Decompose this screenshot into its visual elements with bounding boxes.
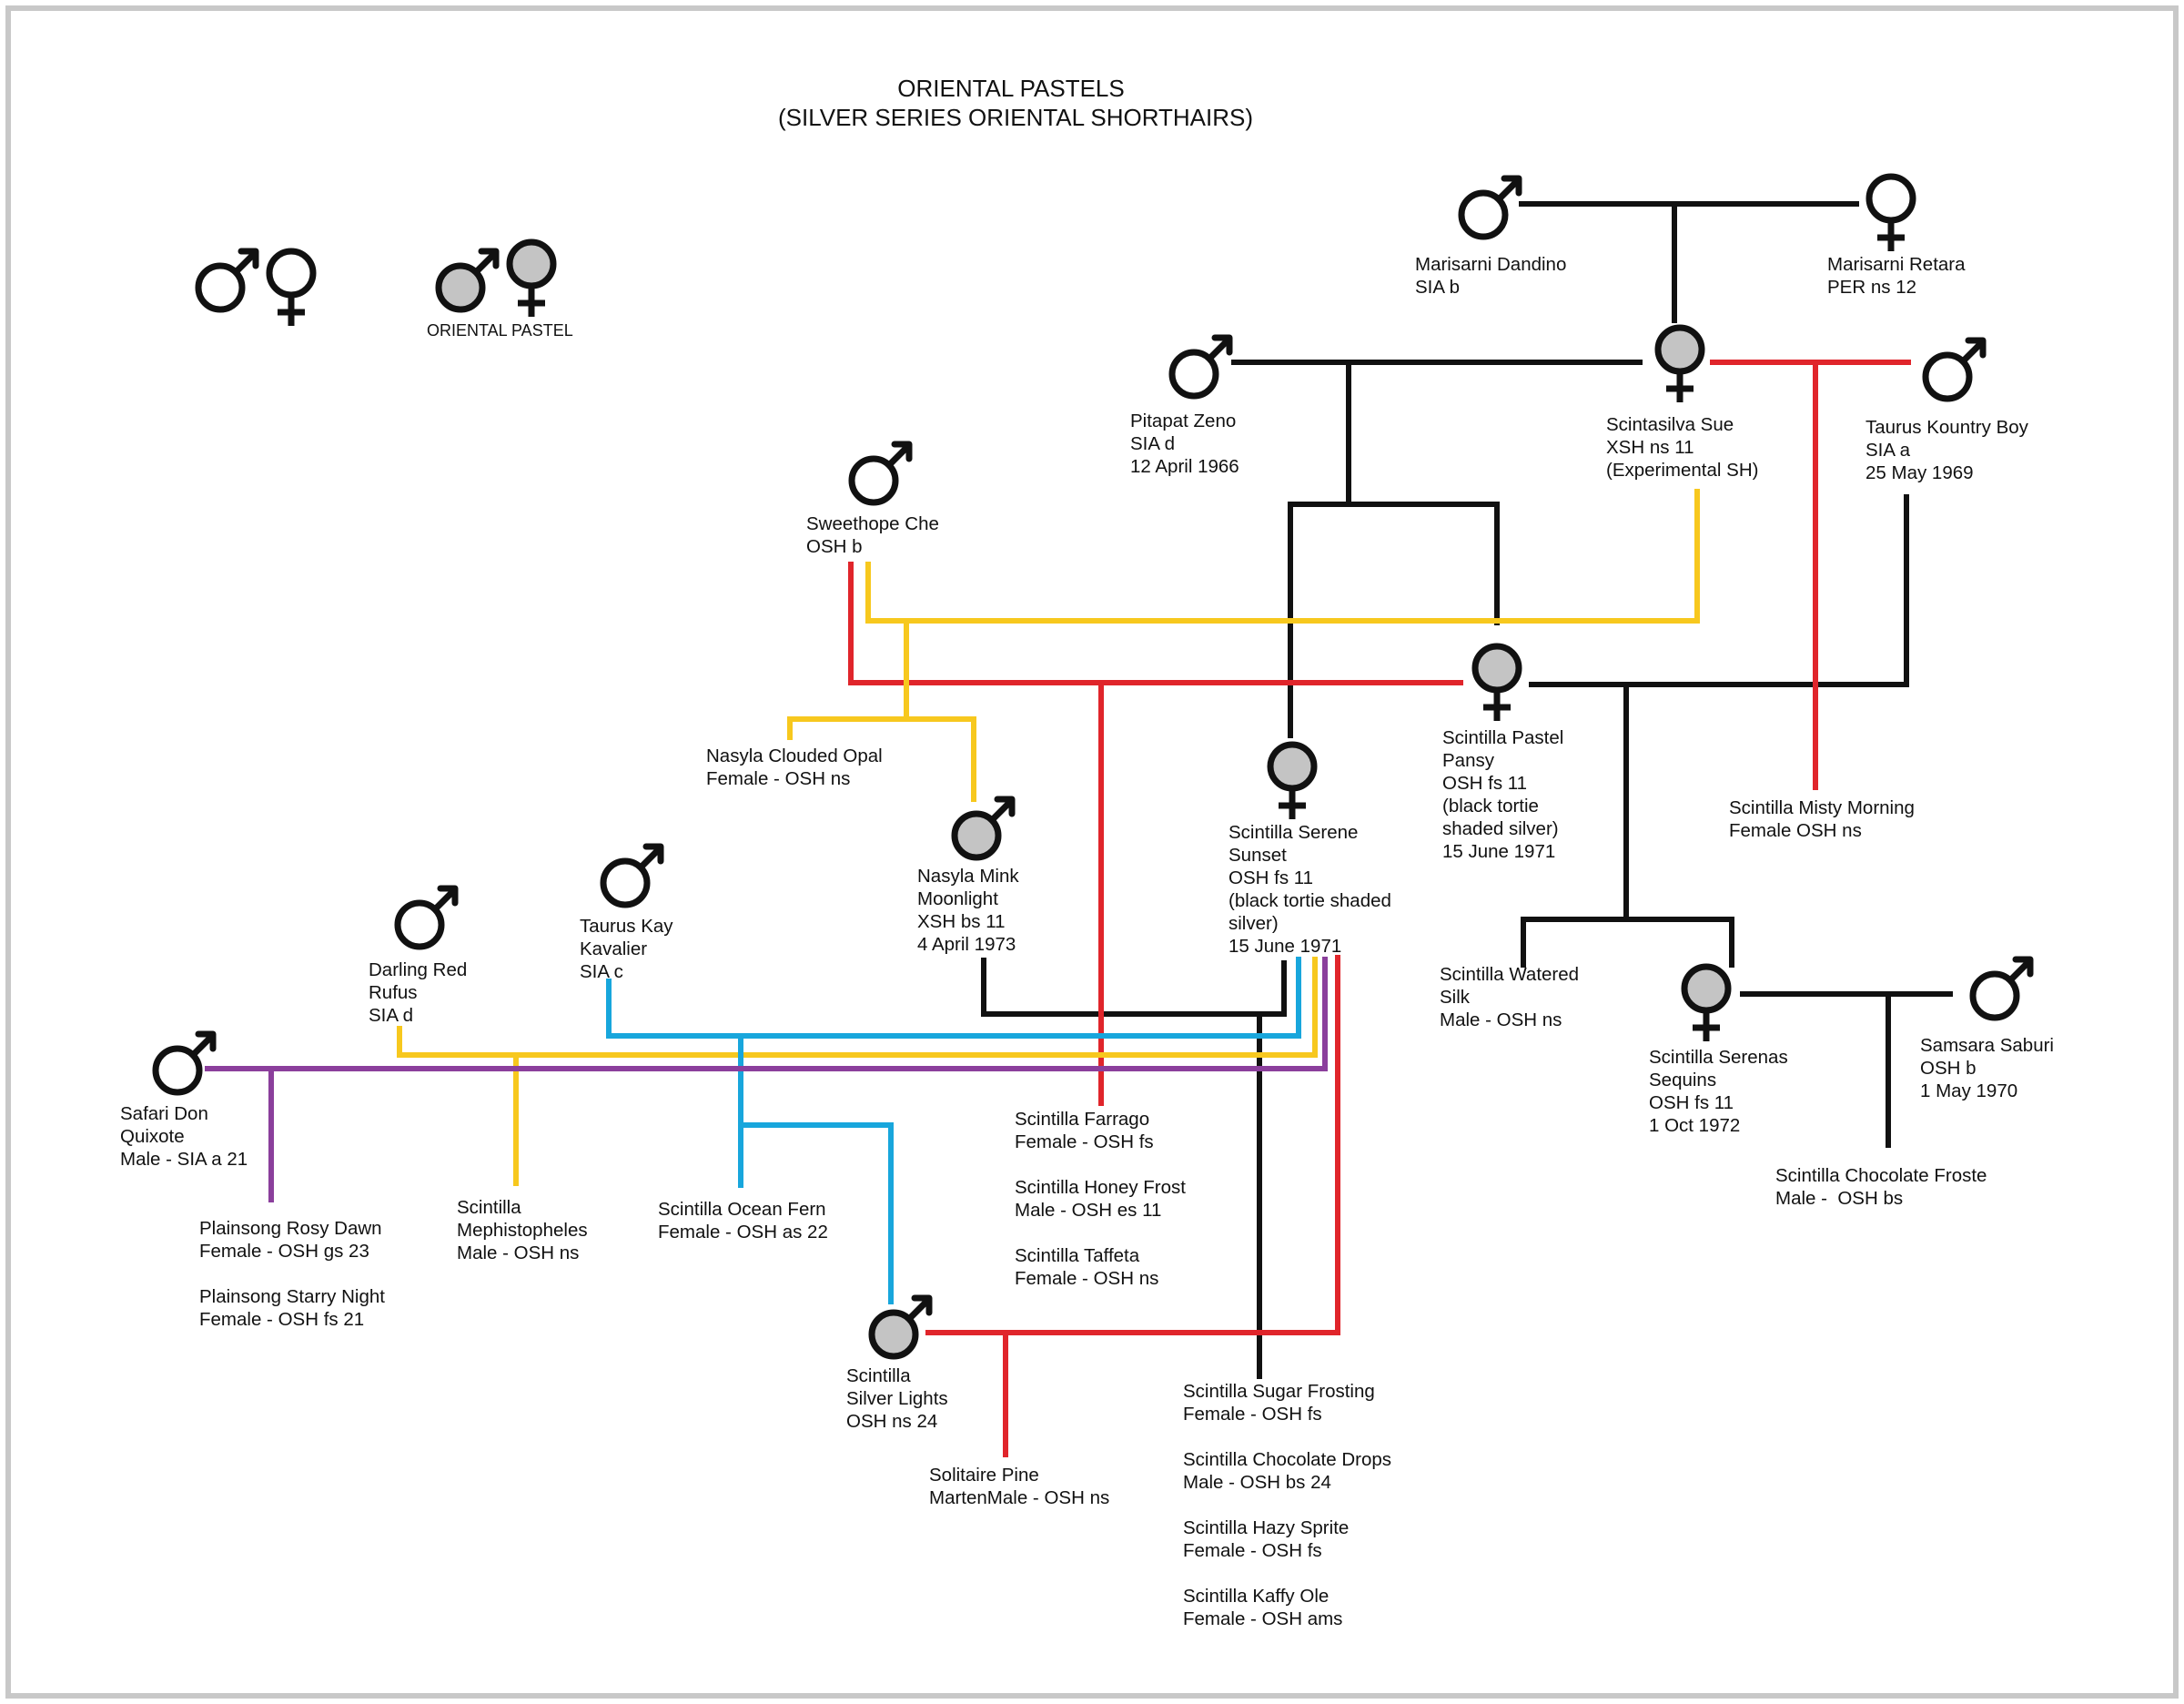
node-kountry: Taurus Kountry Boy SIA a 25 May 1969 — [1866, 417, 2028, 483]
female-icon — [1869, 177, 1913, 251]
legend-pastel-male-icon — [439, 251, 496, 309]
outer-frame — [5, 5, 2179, 1699]
line-opal-mink — [787, 716, 976, 802]
male-icon — [1926, 340, 1983, 399]
node-silver-lights: Scintilla Silver Lights OSH ns 24 — [846, 1365, 948, 1432]
node-quixote: Safari Don Quixote Male - SIA a 21 — [120, 1103, 248, 1170]
node-retara: Marisarni Retara PER ns 12 — [1827, 254, 1966, 298]
node-ocean-fern: Scintilla Ocean Fern Female - OSH as 22 — [658, 1199, 828, 1242]
male-icon — [156, 1034, 213, 1092]
legend-female-icon — [269, 251, 313, 326]
node-che: Sweethope Che OSH b — [806, 513, 939, 557]
black-lines — [981, 201, 1953, 1379]
node-sequins: Scintilla Serenas Sequins OSH fs 11 1 Oc… — [1649, 1047, 1788, 1136]
line-kay-serene — [606, 957, 1301, 1039]
yellow-lines — [397, 489, 1700, 1186]
male-icon — [603, 847, 661, 905]
line-quixote-serene — [205, 957, 1328, 1071]
node-opal: Nasyla Clouded Opal Female - OSH ns — [706, 746, 883, 789]
node-sugar-group: Scintilla Sugar Frosting Female - OSH fs… — [1183, 1381, 1392, 1629]
legend-pastel-female-icon — [510, 242, 553, 317]
node-zeno: Pitapat Zeno SIA d 12 April 1966 — [1130, 411, 1239, 477]
node-farrago-group: Scintilla Farrago Female - OSH fs Scinti… — [1015, 1109, 1186, 1289]
node-mink: Nasyla Mink Moonlight XSH bs 11 4 April … — [917, 866, 1019, 955]
node-solitaire: Solitaire Pine MartenMale - OSH ns — [929, 1465, 1110, 1508]
node-rufus: Darling Red Rufus SIA d — [369, 959, 468, 1026]
node-plainsong-group: Plainsong Rosy Dawn Female - OSH gs 23 P… — [199, 1218, 385, 1330]
line-to-silver-lights — [738, 1122, 894, 1304]
pastel-female-icon — [1270, 745, 1314, 819]
male-icon — [398, 888, 455, 947]
male-icon — [1461, 178, 1519, 237]
node-sue: Scintasilva Sue XSH ns 11 (Experimental … — [1606, 414, 1759, 481]
diagram-title-line2: (SILVER SERIES ORIENTAL SHORTHAIRS) — [777, 104, 1254, 131]
legend-male-icon — [198, 251, 256, 309]
node-watered: Scintilla Watered Silk Male - OSH ns — [1440, 964, 1580, 1030]
purple-lines — [205, 957, 1328, 1202]
pastel-female-icon — [1658, 328, 1702, 402]
pastel-female-icon — [1684, 967, 1728, 1041]
blue-lines — [606, 957, 1301, 1304]
node-froste: Scintilla Chocolate Froste Male - OSH bs — [1775, 1165, 1987, 1209]
pastel-male-icon — [872, 1298, 929, 1356]
node-pansy: Scintilla Pastel Pansy OSH fs 11 (black … — [1442, 727, 1564, 862]
male-icon — [1172, 338, 1229, 396]
line-che-sue — [865, 489, 1700, 624]
line-mink-serene — [981, 958, 1287, 1017]
line-silver-lights-serene — [925, 955, 1340, 1335]
node-saburi: Samsara Saburi OSH b 1 May 1970 — [1920, 1035, 2054, 1101]
line-pansy-kountry — [1529, 494, 1909, 687]
node-dandino: Marisarni Dandino SIA b — [1415, 254, 1567, 298]
line-che-pansy — [848, 562, 1463, 685]
node-kay: Taurus Kay Kavalier SIA c — [580, 916, 673, 982]
male-icon — [1973, 959, 2030, 1018]
legend-caption: ORIENTAL PASTEL — [427, 321, 573, 340]
node-mephistopheles: Scintilla Mephistopheles Male - OSH ns — [457, 1197, 588, 1263]
line-rufus-serene — [397, 957, 1318, 1058]
node-misty: Scintilla Misty Morning Female OSH ns — [1729, 797, 1915, 841]
pastel-male-icon — [955, 799, 1012, 857]
male-icon — [852, 444, 909, 502]
node-serene: Scintilla Serene Sunset OSH fs 11 (black… — [1228, 822, 1391, 957]
diagram-title-line1: ORIENTAL PASTELS — [897, 75, 1125, 102]
pastel-female-icon — [1475, 646, 1519, 721]
